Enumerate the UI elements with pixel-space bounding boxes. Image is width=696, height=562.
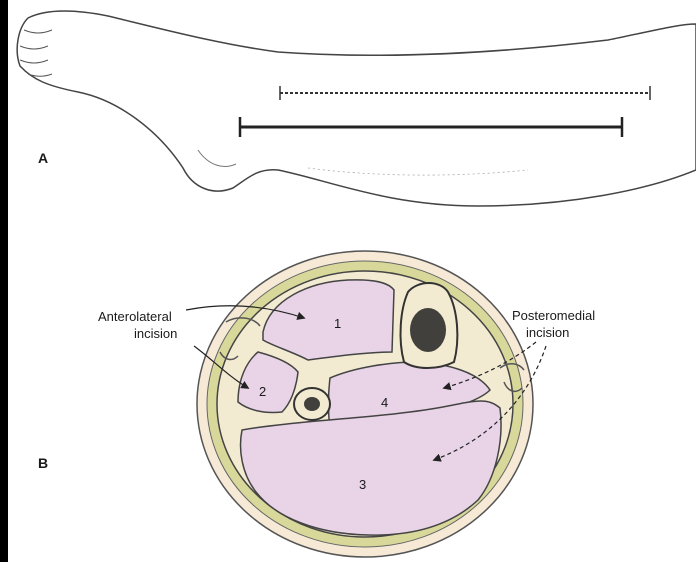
anterolateral-label-line2: incision: [134, 326, 177, 342]
tibia-marrow: [410, 308, 446, 352]
figure-canvas: A B Anterolateral incision Posteromedial…: [8, 0, 696, 562]
panel-label-a: A: [38, 150, 48, 166]
fibula-marrow: [304, 397, 320, 411]
anterolateral-label-line1: Anterolateral: [98, 309, 172, 325]
compartment-1-label: 1: [334, 316, 341, 332]
posteromedial-label-line1: Posteromedial: [512, 308, 595, 324]
panel-label-b: B: [38, 455, 48, 471]
cross-section: [197, 251, 533, 557]
compartment-2-label: 2: [259, 384, 266, 400]
compartment-4-label: 4: [381, 395, 388, 411]
leg-outline: [17, 11, 696, 206]
leg-illustration: [17, 11, 696, 206]
compartment-3-label: 3: [359, 477, 366, 493]
illustration: [8, 0, 696, 562]
posteromedial-label-line2: incision: [526, 325, 569, 341]
